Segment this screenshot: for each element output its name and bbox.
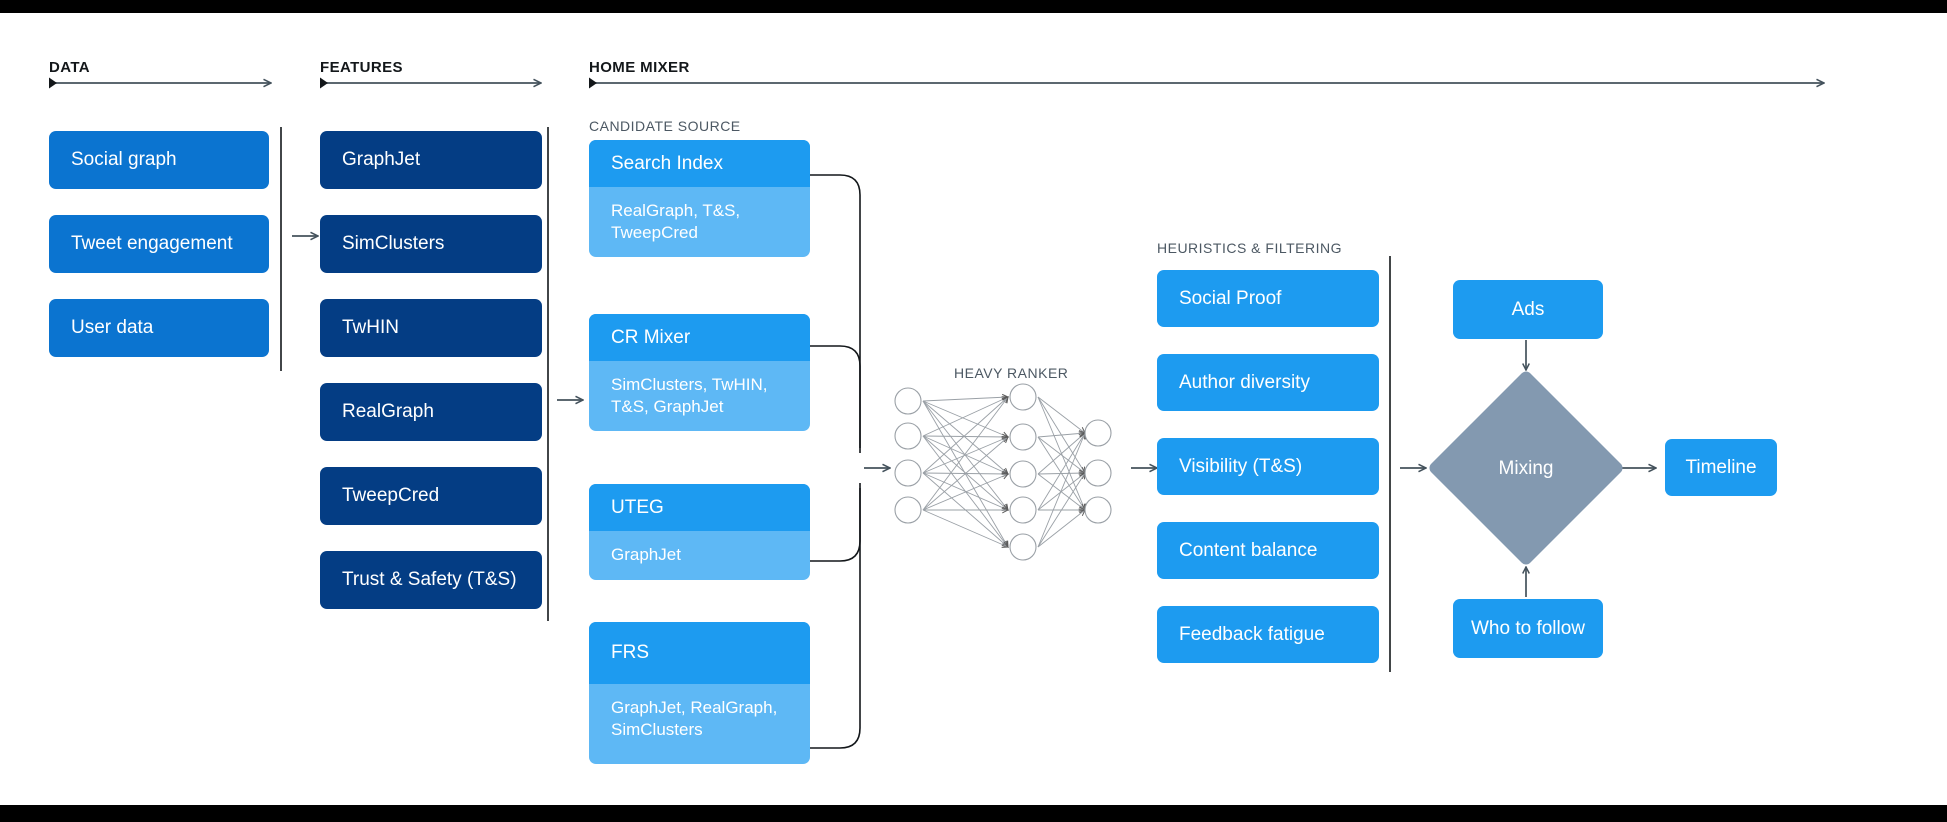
candidate-bracket-connectors (810, 174, 861, 749)
data-box-label: Tweet engagement (71, 233, 233, 255)
heuristic-box-social-proof[interactable]: Social Proof (1157, 270, 1379, 327)
nn-input-node (894, 459, 922, 487)
candidate-source-card-frs[interactable]: FRS GraphJet, RealGraph, SimClusters (589, 622, 810, 764)
data-box-label: User data (71, 317, 154, 339)
feature-box-label: TwHIN (342, 317, 399, 339)
mixing-diamond-label: Mixing (1498, 458, 1554, 479)
candidate-source-card-uteg[interactable]: UTEG GraphJet (589, 484, 810, 580)
feature-box-label: SimClusters (342, 233, 445, 255)
feature-box-graphjet[interactable]: GraphJet (320, 131, 542, 189)
heuristic-box-label: Social Proof (1179, 287, 1282, 309)
candidate-source-title: Search Index (589, 140, 810, 187)
heuristic-box-content-balance[interactable]: Content balance (1157, 522, 1379, 579)
heuristic-box-label: Author diversity (1179, 371, 1310, 393)
section-rule-home-mixer (589, 77, 1824, 89)
feature-box-tweepcred[interactable]: TweepCred (320, 467, 542, 525)
output-box-timeline[interactable]: Timeline (1665, 439, 1777, 496)
heuristic-box-feedback-fatigue[interactable]: Feedback fatigue (1157, 606, 1379, 663)
candidate-source-features: GraphJet (611, 545, 681, 564)
section-header-features: FEATURES (320, 59, 403, 76)
section-header-data: DATA (49, 59, 91, 76)
section-header-home-mixer: HOME MIXER (589, 59, 690, 76)
feature-box-label: TweepCred (342, 485, 440, 507)
section-rule-features (320, 77, 541, 89)
nn-input-node (894, 496, 922, 524)
candidate-source-card-search-index[interactable]: Search Index RealGraph, T&S, TweepCred (589, 140, 810, 257)
subsection-label-heuristics: HEURISTICS & FILTERING (1157, 240, 1342, 256)
data-box-user-data[interactable]: User data (49, 299, 269, 357)
connectors-overlay (49, 77, 1947, 749)
data-box-social-graph[interactable]: Social graph (49, 131, 269, 189)
nn-hidden-node (1009, 423, 1037, 451)
section-rule-data (49, 77, 271, 89)
output-box-who-to-follow[interactable]: Who to follow (1453, 599, 1603, 658)
data-box-tweet-engagement[interactable]: Tweet engagement (49, 215, 269, 273)
feature-box-realgraph[interactable]: RealGraph (320, 383, 542, 441)
feature-box-simclusters[interactable]: SimClusters (320, 215, 542, 273)
candidate-source-card-cr-mixer[interactable]: CR Mixer SimClusters, TwHIN, T&S, GraphJ… (589, 314, 810, 431)
nn-output-node (1084, 459, 1112, 487)
heuristic-box-author-diversity[interactable]: Author diversity (1157, 354, 1379, 411)
diagram-canvas: DATA Social graph Tweet engagement User … (0, 13, 1947, 805)
candidate-source-title: FRS (589, 622, 810, 684)
output-box-label: Ads (1511, 298, 1545, 320)
candidate-source-title: UTEG (589, 484, 810, 531)
feature-box-label: GraphJet (342, 149, 421, 171)
heuristic-box-label: Feedback fatigue (1179, 623, 1325, 645)
nn-hidden-node (1009, 496, 1037, 524)
output-box-ads[interactable]: Ads (1453, 280, 1603, 339)
subsection-label-candidate-source: CANDIDATE SOURCE (589, 118, 741, 134)
nn-hidden-node (1009, 533, 1037, 561)
nn-hidden-node (1009, 383, 1037, 411)
feature-box-label: Trust & Safety (T&S) (342, 569, 517, 591)
subsection-label-heavy-ranker: HEAVY RANKER (954, 365, 1069, 381)
heuristic-box-label: Content balance (1179, 539, 1318, 561)
feature-box-label: RealGraph (342, 401, 434, 423)
feature-box-twhin[interactable]: TwHIN (320, 299, 542, 357)
heuristic-box-visibility[interactable]: Visibility (T&S) (1157, 438, 1379, 495)
output-box-label: Timeline (1685, 456, 1757, 478)
nn-input-node (894, 387, 922, 415)
heuristic-box-label: Visibility (T&S) (1179, 455, 1303, 477)
candidate-source-features: GraphJet, RealGraph, SimClusters (611, 698, 778, 740)
data-box-label: Social graph (71, 149, 177, 171)
candidate-source-title: CR Mixer (589, 314, 810, 361)
nn-hidden-node (1009, 460, 1037, 488)
nn-output-node (1084, 419, 1112, 447)
feature-box-trust-and-safety[interactable]: Trust & Safety (T&S) (320, 551, 542, 609)
candidate-source-features: RealGraph, T&S, TweepCred (611, 201, 741, 243)
nn-input-node (894, 422, 922, 450)
output-box-label: Who to follow (1470, 617, 1586, 639)
heavy-ranker-network (894, 383, 1112, 561)
nn-output-node (1084, 496, 1112, 524)
candidate-source-features: SimClusters, TwHIN, T&S, GraphJet (611, 375, 768, 417)
